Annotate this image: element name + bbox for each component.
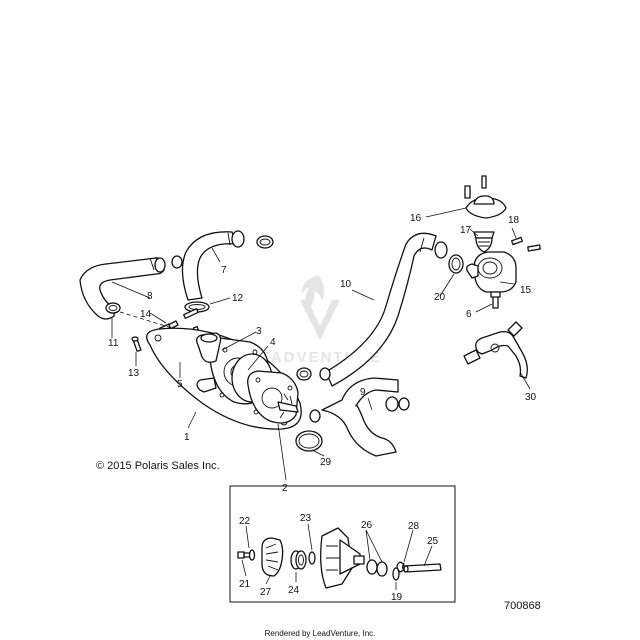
callout-25[interactable]: 25 (427, 536, 439, 547)
hose-clamp-7b[interactable] (171, 255, 183, 269)
hose-clamp-20[interactable] (448, 254, 464, 274)
thermostat-17[interactable] (473, 231, 495, 253)
callout-20[interactable]: 20 (434, 292, 446, 303)
callout-13[interactable]: 13 (128, 368, 140, 379)
hose-clamp-12[interactable] (184, 301, 210, 313)
bolt-18b[interactable] (527, 244, 541, 252)
bolt-14b[interactable] (183, 308, 199, 319)
screw-21[interactable] (237, 551, 251, 559)
thermostat-cover-16[interactable] (464, 175, 507, 219)
ring-19[interactable] (392, 567, 400, 581)
figure-number: 700868 (504, 600, 541, 612)
callout-9[interactable]: 9 (360, 387, 366, 398)
bypass-fitting-30[interactable] (463, 321, 528, 379)
footer-credit: Rendered by LeadVenture, Inc. (265, 629, 376, 638)
copyright-text: © 2015 Polaris Sales Inc. (96, 460, 220, 472)
callout-17[interactable]: 17 (460, 225, 472, 236)
hose-7[interactable] (181, 230, 245, 301)
callout-27[interactable]: 27 (260, 587, 272, 598)
callout-7[interactable]: 7 (221, 265, 227, 276)
v-logo-icon (300, 300, 340, 340)
callout-11[interactable]: 11 (108, 338, 119, 349)
callout-10[interactable]: 10 (340, 279, 352, 290)
callout-1[interactable]: 1 (184, 432, 190, 443)
o-rings-26[interactable] (366, 559, 388, 577)
bolt-13[interactable] (131, 336, 142, 352)
temperature-sensor-6[interactable] (490, 291, 501, 309)
hose-clamp-9b[interactable] (398, 397, 410, 411)
callout-labels: 8 11 14 12 7 13 5 1 3 4 2 29 9 10 20 6 1… (108, 213, 537, 494)
shaft-25[interactable] (403, 563, 442, 573)
impeller-27[interactable] (261, 537, 284, 577)
callout-30[interactable]: 30 (525, 392, 537, 403)
callout-18[interactable]: 18 (508, 215, 520, 226)
callout-23[interactable]: 23 (300, 513, 312, 524)
seal-24[interactable] (290, 550, 307, 570)
hose-9[interactable] (321, 377, 399, 457)
callout-26[interactable]: 26 (361, 520, 373, 531)
pump-cover-body[interactable] (320, 527, 365, 589)
callout-21[interactable]: 21 (239, 579, 251, 590)
callout-24[interactable]: 24 (288, 585, 300, 596)
hose-clamp-9a[interactable] (309, 409, 321, 423)
callout-22[interactable]: 22 (239, 516, 251, 527)
hose-8[interactable] (79, 256, 166, 320)
callout-3[interactable]: 3 (256, 326, 262, 337)
callout-8[interactable]: 8 (147, 291, 153, 302)
thermostat-housing-15[interactable] (466, 251, 517, 293)
callout-5[interactable]: 5 (177, 379, 183, 390)
water-pump-cover[interactable] (247, 370, 299, 424)
leader-lines (111, 207, 531, 481)
bolt-18a[interactable] (510, 236, 524, 246)
callout-19[interactable]: 19 (391, 592, 403, 603)
callout-2[interactable]: 2 (282, 483, 288, 494)
callout-14[interactable]: 14 (140, 309, 152, 320)
hose-clamp-7a[interactable] (256, 235, 274, 249)
hose-clamp-10[interactable] (296, 367, 331, 381)
detail-box-assembly-2: 22 21 27 24 23 26 28 19 25 (229, 485, 456, 603)
hose-10[interactable] (325, 232, 448, 387)
o-ring-29[interactable] (295, 430, 323, 452)
callout-29[interactable]: 29 (320, 457, 332, 468)
callout-6[interactable]: 6 (466, 309, 472, 320)
callout-28[interactable]: 28 (408, 521, 420, 532)
callout-16[interactable]: 16 (410, 213, 422, 224)
washer-22[interactable] (248, 549, 256, 561)
callout-4[interactable]: 4 (270, 337, 276, 348)
seal-ring-23[interactable] (308, 551, 316, 565)
callout-15[interactable]: 15 (520, 285, 532, 296)
callout-12[interactable]: 12 (232, 293, 244, 304)
hose-clamp-11[interactable] (105, 302, 121, 314)
